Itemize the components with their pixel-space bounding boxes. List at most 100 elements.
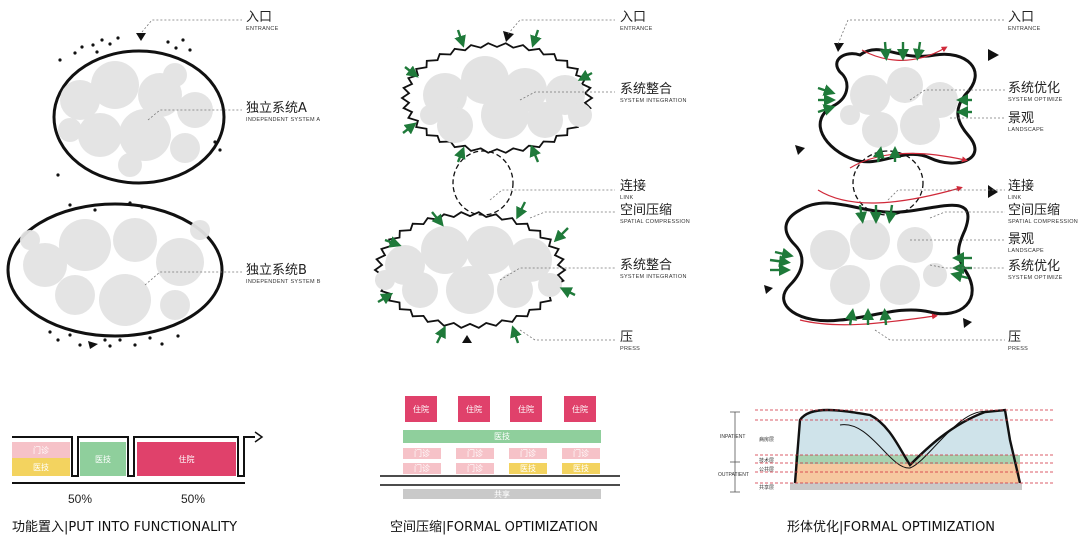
bar2-clinic-5: 门诊: [403, 463, 441, 474]
p3-press-label: 压 PRESS: [1008, 331, 1028, 353]
p2-integration-bottom-cn: 系统整合: [620, 258, 673, 273]
p3-link-label: 连接 LINK: [1008, 180, 1034, 202]
p2-link-en: LINK: [620, 195, 634, 201]
p2-link-label: 连接 LINK: [620, 180, 646, 202]
bar2-clinic-3: 门诊: [509, 448, 547, 459]
p3-entrance-cn: 入口: [1008, 10, 1035, 25]
bar2-ward-4: 住院: [564, 396, 596, 422]
p3-landscape-bottom-label: 景观 LANDSCAPE: [1008, 233, 1044, 255]
section-diagram: [730, 408, 1055, 493]
p1-entrance-label: 入口 ENTRANCE: [246, 11, 279, 33]
p3-optimize-bottom-cn: 系统优化: [1008, 259, 1061, 274]
panel1-entrance-marker: [136, 33, 146, 41]
p2-integration-top-en: SYSTEM INTEGRATION: [620, 98, 687, 104]
panel2-entrance-marker: [503, 31, 514, 42]
bar2-clinic-4: 门诊: [562, 448, 600, 459]
bar1-outline: [12, 436, 255, 484]
p1-system-b-en: INDEPENDENT SYSTEM B: [246, 279, 321, 285]
p2-press-en: PRESS: [620, 346, 641, 352]
bar2-medical-2: 医技: [562, 463, 600, 474]
p2-entrance-cn: 入口: [620, 10, 647, 25]
bar2-clinic-6: 门诊: [456, 463, 494, 474]
panel2-leaders: [489, 19, 615, 341]
section-public-floor: 公共层: [759, 467, 775, 473]
panel1-system-a: [52, 49, 226, 185]
bar2-clinic-1: 门诊: [403, 448, 441, 459]
p3-entrance-en: ENTRANCE: [1008, 26, 1041, 32]
section-ward-floor: 病房层: [759, 437, 775, 443]
p3-optimize-bottom-label: 系统优化 SYSTEM OPTIMIZE: [1008, 260, 1063, 282]
p3-optimize-top-en: SYSTEM OPTIMIZE: [1008, 97, 1063, 103]
bar2-medical-1: 医技: [509, 463, 547, 474]
p2-press-label: 压 PRESS: [620, 331, 640, 353]
panel1-dots: [48, 36, 222, 348]
p3-press-cn: 压: [1008, 330, 1022, 345]
panel1-leaders: [141, 19, 242, 286]
panel2-press-marker: [462, 335, 472, 343]
p1-system-a-label: 独立系统A INDEPENDENT SYSTEM A: [246, 102, 320, 124]
p3-link-en: LINK: [1008, 195, 1022, 201]
p2-press-cn: 压: [620, 330, 634, 345]
panel1-system-b: [6, 202, 224, 338]
p3-compression-label: 空间压缩 SPATIAL COMPRESSION: [1008, 204, 1078, 226]
panel2-link-ellipse: [452, 150, 514, 216]
caption-panel3: 形体优化|FORMAL OPTIMIZATION: [787, 520, 996, 535]
p3-landscape-top-label: 景观 LANDSCAPE: [1008, 112, 1044, 134]
p3-link-cn: 连接: [1008, 179, 1035, 194]
caption-panel2: 空间压缩|FORMAL OPTIMIZATION: [390, 520, 599, 535]
p3-entrance-label: 入口 ENTRANCE: [1008, 11, 1041, 33]
bar2-clinic-2: 门诊: [456, 448, 494, 459]
bar1-medtech-block: 医技: [80, 442, 126, 476]
bar1-medical-block: 医技: [12, 458, 70, 476]
bar2-medtech-band: 医技: [403, 430, 601, 443]
p3-press-en: PRESS: [1008, 346, 1029, 352]
p3-landscape-top-cn: 景观: [1008, 111, 1035, 126]
p3-landscape-bottom-cn: 景观: [1008, 232, 1035, 247]
bar2-ward-1: 住院: [405, 396, 437, 422]
p1-system-a-cn: 独立系统A: [246, 101, 307, 116]
p2-integration-top-label: 系统整合 SYSTEM INTEGRATION: [620, 83, 687, 105]
panel3-shape-top: [818, 48, 977, 165]
p2-integration-bottom-en: SYSTEM INTEGRATION: [620, 274, 687, 280]
p3-compression-cn: 空间压缩: [1008, 203, 1061, 218]
p1-system-a-en: INDEPENDENT SYSTEM A: [246, 117, 321, 123]
section-inpatient-label: INPATIENT: [720, 434, 746, 440]
p3-optimize-top-cn: 系统优化: [1008, 81, 1061, 96]
p3-optimize-top-label: 系统优化 SYSTEM OPTIMIZE: [1008, 82, 1063, 104]
p3-landscape-top-en: LANDSCAPE: [1008, 127, 1045, 133]
p2-compression-cn: 空间压缩: [620, 203, 673, 218]
bar1-arrowhead: [254, 431, 264, 443]
bar1-pct-right: 50%: [181, 492, 206, 506]
section-outpatient-label: OUTPATIENT: [718, 472, 749, 478]
p2-compression-label: 空间压缩 SPATIAL COMPRESSION: [620, 204, 690, 226]
p3-optimize-bottom-en: SYSTEM OPTIMIZE: [1008, 275, 1063, 281]
panel2-blob-bottom: [373, 211, 567, 329]
bar2-outline: [380, 475, 620, 486]
panel3-link-ellipse: [852, 150, 924, 216]
p3-landscape-bottom-en: LANDSCAPE: [1008, 248, 1045, 254]
caption-panel1: 功能置入|PUT INTO FUNCTIONALITY: [12, 520, 238, 535]
p1-entrance-cn: 入口: [246, 10, 273, 25]
bar2-ward-2: 住院: [458, 396, 490, 422]
bar2-ward-3: 住院: [510, 396, 542, 422]
p1-system-b-label: 独立系统B INDEPENDENT SYSTEM B: [246, 264, 321, 286]
bar1-pct-left: 50%: [68, 492, 93, 506]
section-tech-floor: 技术层: [759, 458, 775, 464]
p1-system-b-cn: 独立系统B: [246, 263, 307, 278]
bar2-shared-band: 共享: [403, 489, 601, 499]
panel3-press-arrows: [769, 41, 972, 326]
panel3-leaders: [837, 19, 1005, 341]
p2-entrance-en: ENTRANCE: [620, 26, 653, 32]
p2-entrance-label: 入口 ENTRANCE: [620, 11, 653, 33]
panel3-shape-bottom: [782, 201, 974, 323]
p3-compression-en: SPATIAL COMPRESSION: [1008, 219, 1079, 225]
panel1-entrance-marker-b: [88, 341, 98, 349]
panel3-markers: [764, 43, 999, 328]
bar1-clinic-block: 门诊: [12, 442, 70, 458]
section-shared-floor: 共享层: [759, 485, 775, 491]
panel2-press-arrows: [377, 29, 593, 344]
p2-compression-en: SPATIAL COMPRESSION: [620, 219, 691, 225]
bar1-ward-block: 住院: [137, 442, 236, 476]
p2-integration-top-cn: 系统整合: [620, 82, 673, 97]
